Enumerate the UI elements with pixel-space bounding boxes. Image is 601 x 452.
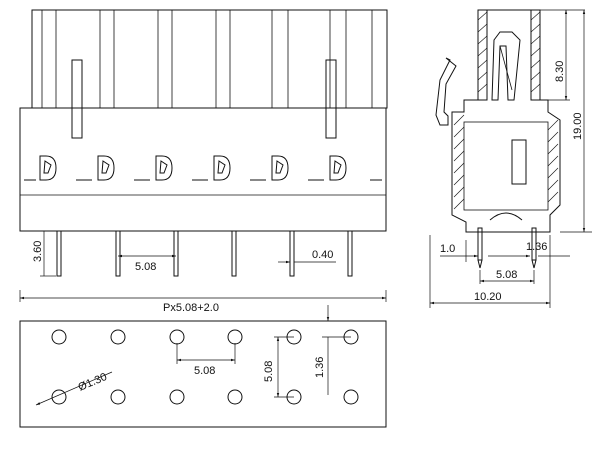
dim-side-pin-spacing-label: 1.36	[526, 241, 547, 253]
spring-clamp	[491, 31, 521, 101]
dim-side-offset-label: 1.0	[440, 243, 455, 255]
dim-total-height-label: 19.00	[572, 112, 584, 140]
hole	[169, 389, 185, 405]
dim-side-width-label: 10.20	[474, 291, 502, 303]
dim-side-pitch-label: 5.08	[496, 269, 517, 281]
hole	[51, 329, 67, 345]
dim-hole-diameter-label: Ø1.30	[76, 371, 108, 394]
plug-top-outline	[31, 9, 388, 109]
hole	[169, 329, 185, 345]
dim-pitch-front-label: 5.08	[135, 261, 156, 273]
latch-hook	[435, 57, 457, 126]
front-view: 3.60 5.08 0.40 Px5.08+2.0	[19, 9, 388, 314]
dim-top-height-label: 8.30	[554, 61, 566, 82]
hole	[227, 389, 243, 405]
side-view: 8.30 19.00 1.0 1.36 5.08 10.20	[429, 9, 592, 308]
pcb-footprint-outline	[19, 320, 387, 428]
latch-post-right	[325, 59, 337, 139]
header-body	[19, 107, 387, 232]
hatch	[453, 11, 559, 210]
dim-hole-row-offset-label: 1.36	[314, 357, 326, 378]
dim-hole-pitch-v-label: 5.08	[263, 361, 275, 382]
hole	[110, 329, 126, 345]
dim-pin-thickness-label: 0.40	[312, 249, 333, 261]
latch-post-left	[71, 59, 83, 139]
pin-entries	[39, 155, 347, 181]
pcb-hole-pattern: Ø1.30 5.08 5.08 1.36	[19, 305, 387, 428]
hole	[343, 389, 359, 405]
hole	[51, 389, 67, 405]
plug-ribs	[41, 10, 373, 108]
hole	[227, 329, 243, 345]
dim-overall-length-label: Px5.08+2.0	[163, 302, 219, 314]
hole	[110, 389, 126, 405]
pins	[56, 230, 353, 277]
dim-pin-length-label: 3.60	[32, 241, 44, 262]
dim-hole-pitch-h-label: 5.08	[194, 365, 215, 377]
